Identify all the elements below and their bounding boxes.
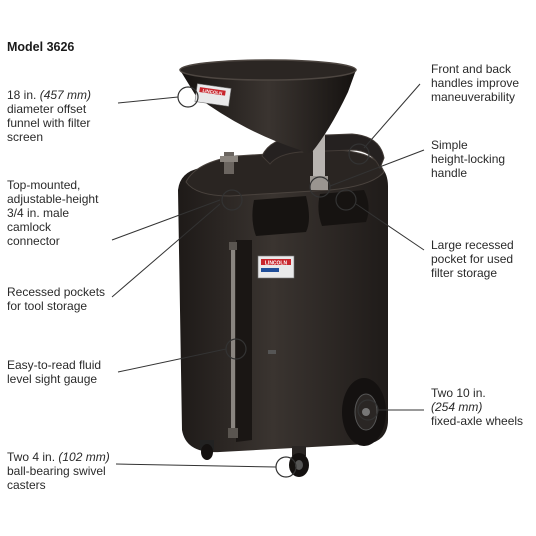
funnel xyxy=(180,62,356,154)
leader-locking xyxy=(329,149,425,187)
callout-camlock: Top-mounted, adjustable-height 3/4 in. m… xyxy=(7,178,98,248)
callout-pockets: Recessed pockets for tool storage xyxy=(7,285,105,313)
callout-casters-line-1: Two 4 in. (102 mm) xyxy=(7,450,110,464)
callout-camlock-line-2: adjustable-height xyxy=(7,192,99,206)
callout-pockets-line-1: Recessed pockets xyxy=(7,285,106,299)
callout-casters: Two 4 in. (102 mm) ball-bearing swivel c… xyxy=(7,450,110,492)
side-recess xyxy=(236,240,252,442)
callout-locking: Simple height-locking handle xyxy=(431,138,505,180)
callout-filter-pocket-line-1: Large recessed xyxy=(431,238,514,252)
callout-camlock-line-4: camlock xyxy=(7,220,52,234)
callout-wheels: Two 10 in. (254 mm) fixed-axle wheels xyxy=(431,386,523,428)
callout-casters-line-2: ball-bearing swivel xyxy=(7,464,106,478)
gauge-bottom-fitting xyxy=(228,428,238,438)
front-caster-mount xyxy=(292,446,306,456)
callout-funnel-line-3: funnel with filter xyxy=(7,116,91,130)
funnel-label-brand: LINCOLN xyxy=(202,88,223,96)
latch xyxy=(268,350,276,354)
leader-pockets xyxy=(111,203,221,298)
callout-handles: Front and back handles improve maneuvera… xyxy=(431,62,519,104)
leader-casters xyxy=(115,463,277,468)
callout-filter-pocket-line-3: filter storage xyxy=(431,266,498,280)
callout-funnel-line-4: screen xyxy=(7,130,44,144)
callout-filter-pocket: Large recessed pocket for used filter st… xyxy=(431,238,514,280)
callout-gauge: Easy-to-read fluid level sight gauge xyxy=(7,358,101,386)
callout-gauge-line-2: level sight gauge xyxy=(7,372,98,386)
callout-funnel-line-2: diameter offset xyxy=(7,102,87,116)
marker-handles xyxy=(348,143,370,165)
callout-pockets-line-2: for tool storage xyxy=(7,299,88,313)
callout-wheels-line-3: fixed-axle wheels xyxy=(431,414,524,428)
callout-handles-line-1: Front and back xyxy=(431,62,512,76)
marker-wheels xyxy=(357,399,379,421)
tool-pocket xyxy=(252,196,309,236)
callout-locking-line-1: Simple xyxy=(431,138,468,152)
callout-locking-line-2: height-locking xyxy=(431,152,506,166)
callout-funnel-line-1: 18 in. (457 mm) xyxy=(7,88,92,102)
callout-wheels-line-2: (254 mm) xyxy=(431,400,483,414)
callout-locking-line-3: handle xyxy=(431,166,468,180)
leader-filter-pocket xyxy=(355,203,425,251)
callout-camlock-line-1: Top-mounted, xyxy=(7,178,81,192)
marker-funnel xyxy=(177,86,199,108)
front-label-stripe xyxy=(261,268,279,272)
callout-camlock-line-3: 3/4 in. male xyxy=(7,206,70,220)
marker-casters xyxy=(275,456,297,478)
stem-clamp xyxy=(310,176,328,190)
rear-caster xyxy=(201,444,213,460)
leader-handles xyxy=(363,83,421,149)
leader-gauge xyxy=(117,348,227,373)
callout-wheels-line-1: Two 10 in. xyxy=(431,386,486,400)
marker-locking xyxy=(309,176,331,198)
leader-camlock xyxy=(111,199,221,241)
callout-funnel: 18 in. (457 mm) diameter offset funnel w… xyxy=(7,88,91,144)
marker-camlock xyxy=(221,189,243,211)
sight-gauge xyxy=(231,246,235,430)
tank-body xyxy=(178,151,388,453)
model-title: Model 3626 xyxy=(7,40,75,54)
leader-funnel xyxy=(117,96,179,104)
funnel-rim xyxy=(179,59,357,81)
front-label-brand-bar xyxy=(261,259,291,265)
marker-gauge xyxy=(225,338,247,360)
wheel-axle xyxy=(362,408,370,416)
callout-handles-line-2: handles improve xyxy=(431,76,520,90)
marker-filter-pocket xyxy=(335,189,357,211)
callout-filter-pocket-line-2: pocket for used xyxy=(431,252,514,266)
gauge-top-fitting xyxy=(229,242,237,250)
callout-casters-line-3: casters xyxy=(7,478,46,492)
camlock-connector xyxy=(224,152,234,174)
front-label-brand: LINCOLN xyxy=(265,261,288,267)
camlock-collar xyxy=(220,156,238,162)
callout-handles-line-3: maneuverability xyxy=(431,90,516,104)
callout-gauge-line-1: Easy-to-read fluid xyxy=(7,358,102,372)
callout-camlock-line-5: connector xyxy=(7,234,60,248)
front-caster-hub xyxy=(295,460,303,470)
funnel-label-brand-bar xyxy=(199,87,226,96)
